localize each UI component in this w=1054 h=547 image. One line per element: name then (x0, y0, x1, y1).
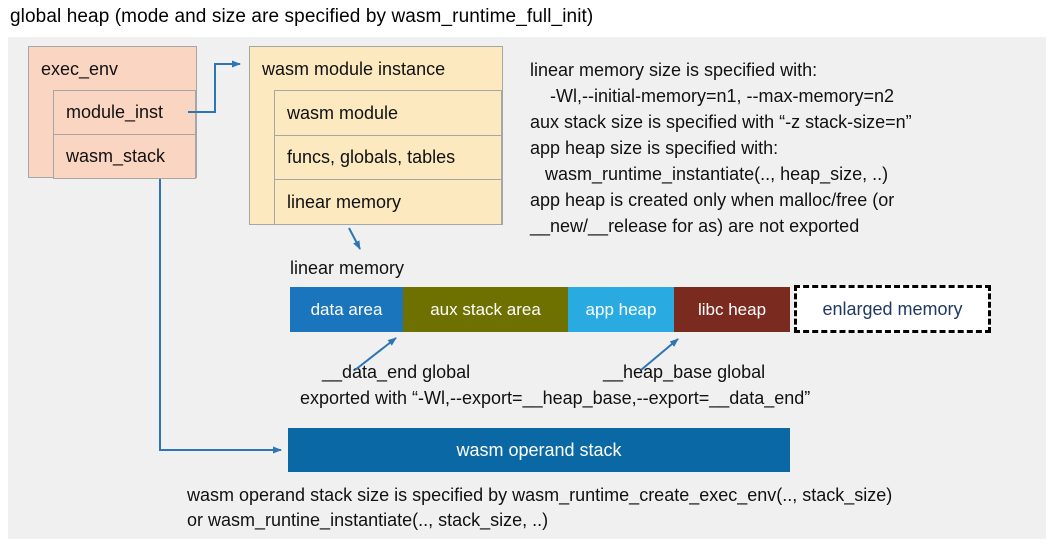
module-instance-row-wasm-module: wasm module (274, 90, 502, 136)
note-line: app heap size is specified with: (530, 138, 779, 158)
note-line: -Wl,--initial-memory=n1, --max-memory=n2 (530, 86, 895, 106)
wasm-operand-stack-bar: wasm operand stack (288, 428, 790, 472)
note-line: wasm_runtime_instantiate(.., heap_size, … (530, 164, 889, 184)
memory-segment-libc-heap: libc heap (674, 287, 790, 332)
exec-env-row-wasm-stack: wasm_stack (53, 134, 196, 179)
page-title: global heap (mode and size are specified… (10, 6, 594, 27)
note-line: __new/__release for as) are not exported (530, 216, 860, 236)
linear-memory-label: linear memory (290, 258, 405, 278)
heap-base-global-label: __heap_base global (603, 362, 766, 382)
data-end-global-label: __data_end global (322, 362, 471, 382)
memory-segment-enlarged-memory: enlarged memory (794, 285, 991, 333)
exported-with-label: exported with “-Wl,--export=__heap_base,… (300, 388, 811, 408)
module-instance-row-funcs-globals-tables: funcs, globals, tables (274, 135, 502, 180)
note-line: linear memory size is specified with: (530, 60, 818, 80)
linear-memory-bar: data area aux stack area app heap libc h… (290, 287, 790, 332)
module-instance-header: wasm module instance (262, 59, 446, 79)
footer-notes: wasm operand stack size is specified by … (187, 483, 892, 533)
memory-segment-app-heap: app heap (568, 287, 674, 332)
exec-env-header: exec_env (41, 59, 119, 79)
memory-segment-aux-stack-area: aux stack area (403, 287, 568, 332)
exec-env-row-module-inst: module_inst (53, 90, 196, 135)
module-instance-row-linear-memory: linear memory (274, 179, 502, 225)
note-line: app heap is created only when malloc/fre… (530, 190, 895, 210)
footer-line: wasm operand stack size is specified by … (187, 485, 893, 505)
exec-env-box: exec_env module_inst wasm_stack (28, 46, 197, 179)
memory-segment-data-area: data area (290, 287, 403, 332)
module-instance-box: wasm module instance wasm module funcs, … (249, 46, 503, 225)
footer-line: or wasm_runtine_instantiate(.., stack_si… (187, 510, 549, 530)
note-line: aux stack size is specified with “-z sta… (530, 112, 912, 132)
notes-block: linear memory size is specified with: -W… (530, 57, 912, 239)
